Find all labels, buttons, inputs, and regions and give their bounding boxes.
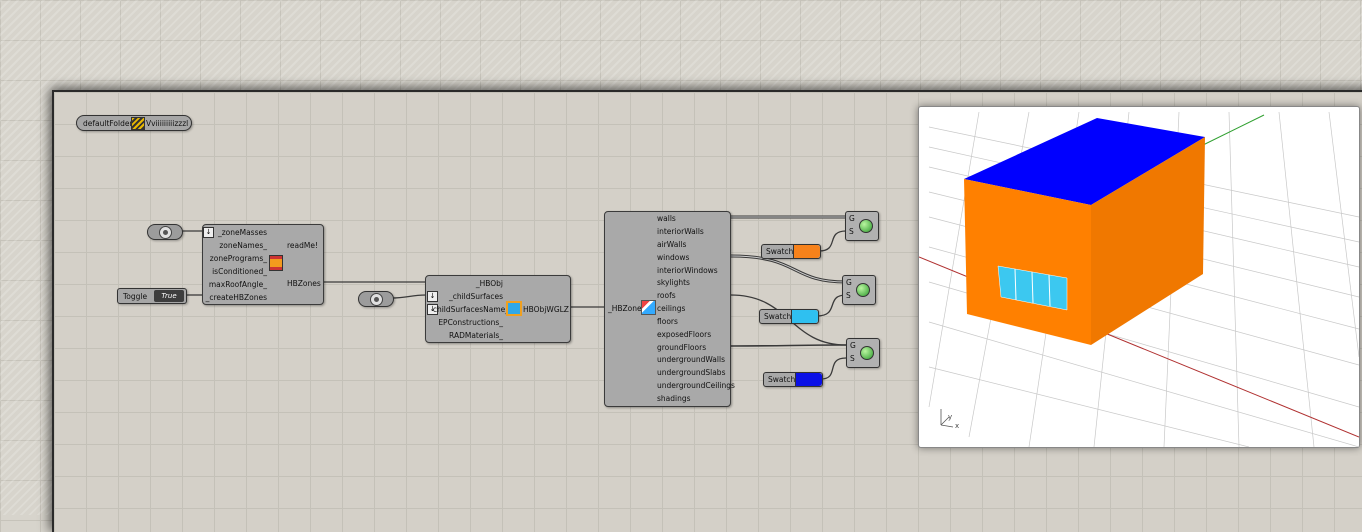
roof-face — [964, 118, 1205, 205]
flatten-icon: ↓ — [203, 227, 214, 238]
default-folder-value: Vviiiiiiiiizzzl — [146, 119, 189, 128]
add-glazing-icon — [506, 301, 522, 316]
preview-sphere-icon — [860, 346, 874, 360]
input-is-conditioned: isConditioned_ — [212, 267, 267, 276]
input-zone-names: zoneNames_ — [219, 241, 267, 250]
output-readme: readMe! — [287, 241, 318, 250]
output-walls: walls — [657, 214, 676, 223]
rhino-3d-viewport[interactable]: x y — [918, 106, 1360, 448]
decompose-zone-component[interactable]: _HBZone walls interiorWalls airWalls win… — [604, 211, 735, 407]
window-mullions — [1014, 268, 1051, 307]
input-child-surfaces: _childSurfaces — [448, 292, 503, 301]
output-underground-walls: undergroundWalls — [657, 355, 725, 364]
output-floors: floors — [657, 317, 678, 326]
preview-port-s: S — [846, 291, 851, 300]
flatten-icon: ↓ — [427, 291, 438, 302]
swatch-label: Swatch — [768, 375, 796, 384]
axis-x-label: x — [955, 422, 960, 430]
swatch-color-blue[interactable] — [795, 373, 822, 386]
custom-preview-3[interactable]: G S — [846, 338, 880, 368]
input-create-hbzones: _createHBZones — [205, 293, 267, 302]
decompose-icon — [641, 300, 656, 315]
axis-gizmo — [940, 409, 954, 428]
flatten-icon: ↓ — [427, 304, 438, 315]
preview-port-s: S — [850, 354, 855, 363]
viewport-scene — [918, 111, 1360, 448]
axis-y-label: y — [948, 413, 953, 421]
swatch-label: Swatch — [766, 247, 794, 256]
input-hbobj: _HBObj — [475, 279, 503, 288]
input-hbzone: _HBZone — [608, 304, 642, 313]
swatch-orange[interactable]: Swatch — [761, 244, 821, 259]
output-windows: windows — [657, 253, 690, 262]
folder-hatch-icon — [131, 117, 145, 130]
output-skylights: skylights — [657, 278, 690, 287]
output-interior-walls: interiorWalls — [657, 227, 704, 236]
output-exposed-floors: exposedFloors — [657, 330, 712, 339]
output-hbobj-wglz: HBObjWGLZ — [523, 305, 569, 314]
output-air-walls: airWalls — [657, 240, 687, 249]
toggle-value[interactable]: True — [154, 290, 184, 302]
swatch-color-cyan[interactable] — [791, 310, 818, 323]
toggle-label: Toggle — [123, 292, 148, 301]
swatch-label: Swatch — [764, 312, 792, 321]
knob-param-2[interactable] — [358, 291, 394, 307]
y-axis-line — [1198, 114, 1265, 148]
output-hbzones: HBZones — [287, 279, 321, 288]
honeybee-masses-icon — [269, 255, 283, 271]
preview-sphere-icon — [856, 283, 870, 297]
default-folder-param: defaultFolder_ — [83, 119, 137, 128]
output-roofs: roofs — [657, 291, 676, 300]
output-ceilings: ceilings — [657, 304, 686, 313]
wall-right — [1091, 137, 1205, 345]
preview-port-s: S — [849, 227, 854, 236]
output-underground-slabs: undergroundSlabs — [657, 368, 726, 377]
input-ep-constructions: EPConstructions_ — [438, 318, 503, 327]
input-zone-programs: zonePrograms_ — [209, 254, 267, 263]
swatch-color-orange[interactable] — [793, 245, 820, 258]
preview-sphere-icon — [859, 219, 873, 233]
input-rad-materials: RADMaterials_ — [449, 331, 503, 340]
input-max-roof-angle: maxRoofAngle_ — [208, 280, 267, 289]
knob-dial-icon — [159, 226, 172, 239]
output-underground-ceilings: undergroundCeilings — [657, 381, 735, 390]
masses-to-zones-component[interactable]: ↓ _zoneMasses zoneNames_ zonePrograms_ i… — [202, 224, 324, 305]
default-folder-component[interactable]: defaultFolder_ Vviiiiiiiiizzzl — [76, 115, 192, 131]
output-ground-floors: groundFloors — [657, 343, 707, 352]
knob-dial-icon — [370, 293, 383, 306]
preview-port-g: G — [846, 278, 852, 287]
wall-left — [964, 179, 1091, 345]
knob-param-1[interactable] — [147, 224, 183, 240]
preview-port-g: G — [849, 214, 855, 223]
output-shadings: shadings — [657, 394, 691, 403]
custom-preview-1[interactable]: G S — [845, 211, 879, 241]
preview-port-g: G — [850, 341, 856, 350]
boolean-toggle[interactable]: Toggle True — [117, 288, 187, 304]
custom-preview-2[interactable]: G S — [842, 275, 876, 305]
input-child-surfaces-name: childSurfacesName_ — [432, 305, 509, 314]
swatch-blue[interactable]: Swatch — [763, 372, 823, 387]
swatch-cyan[interactable]: Swatch — [759, 309, 819, 324]
add-to-zone-component[interactable]: ↓ ↓ _HBObj _childSurfaces childSurfacesN… — [425, 275, 571, 343]
input-zone-masses: _zoneMasses — [217, 228, 267, 237]
output-interior-windows: interiorWindows — [657, 266, 718, 275]
